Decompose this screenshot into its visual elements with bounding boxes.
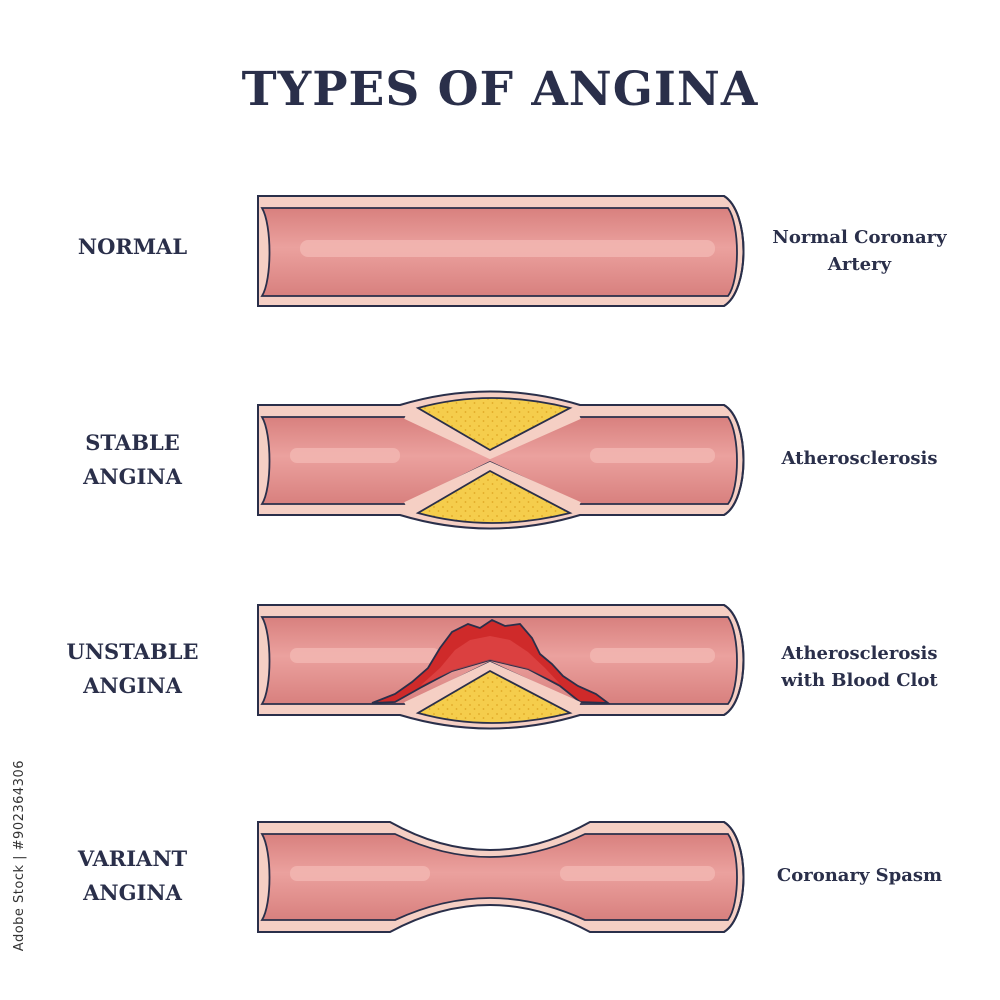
variant-angina-label: VARIANT ANGINA <box>30 842 235 910</box>
unstable-plaque <box>415 669 573 724</box>
stable-intima-bottom <box>404 461 581 506</box>
coronary-spasm-caption-line-1: Coronary Spasm <box>776 865 943 886</box>
normal-label-line-1: NORMAL <box>77 234 188 259</box>
unstable-angina-label: UNSTABLE ANGINA <box>30 635 235 703</box>
stable-artery-lumen <box>260 416 738 505</box>
stable-angina-label-line-2: ANGINA <box>83 464 182 489</box>
stable-angina-label-line-1: STABLE <box>85 430 180 455</box>
unstable-artery-highlight-right <box>590 648 715 663</box>
unstable-angina-artery <box>257 604 745 730</box>
normal-artery-caption-line-2: Artery <box>827 254 892 275</box>
stable-plaque-top <box>415 397 573 452</box>
variant-angina-artery <box>257 821 745 933</box>
variant-angina-label-line-2: ANGINA <box>83 880 182 905</box>
atherosclerosis-caption-line-1: Atherosclerosis <box>781 448 938 469</box>
variant-artery-highlight-left <box>290 866 430 881</box>
blood-clot-inner <box>420 636 560 686</box>
stable-angina-label: STABLE ANGINA <box>30 426 235 494</box>
normal-label: NORMAL <box>30 230 235 264</box>
unstable-artery-highlight-left <box>290 648 440 663</box>
variant-artery-highlight-right <box>560 866 715 881</box>
stable-angina-artery <box>257 390 745 530</box>
normal-artery <box>257 195 745 307</box>
normal-artery-opening <box>723 195 745 307</box>
stable-artery-highlight-right <box>590 448 715 463</box>
unstable-angina-label-line-1: UNSTABLE <box>66 639 199 664</box>
blood-clot-caption-line-1: Atherosclerosis <box>781 643 938 664</box>
stable-intima-top <box>404 415 581 460</box>
stable-artery-opening <box>723 404 745 516</box>
variant-artery-opening <box>723 821 745 933</box>
stable-artery-highlight-left <box>290 448 400 463</box>
variant-angina-label-line-1: VARIANT <box>77 846 188 871</box>
blood-clot-caption: Atherosclerosis with Blood Clot <box>752 640 967 694</box>
normal-artery-caption: Normal Coronary Artery <box>752 224 967 278</box>
normal-artery-highlight <box>300 240 715 257</box>
page-title: TYPES OF ANGINA <box>241 62 759 117</box>
unstable-artery-opening <box>723 604 745 716</box>
coronary-spasm-caption: Coronary Spasm <box>752 862 967 889</box>
normal-artery-caption-line-1: Normal Coronary <box>772 227 947 248</box>
variant-artery-lumen <box>260 833 738 921</box>
stable-plaque-bottom <box>415 469 573 524</box>
blood-clot-caption-line-2: with Blood Clot <box>781 670 938 691</box>
unstable-angina-label-line-2: ANGINA <box>83 673 182 698</box>
atherosclerosis-caption: Atherosclerosis <box>752 445 967 472</box>
unstable-intima <box>404 661 581 706</box>
